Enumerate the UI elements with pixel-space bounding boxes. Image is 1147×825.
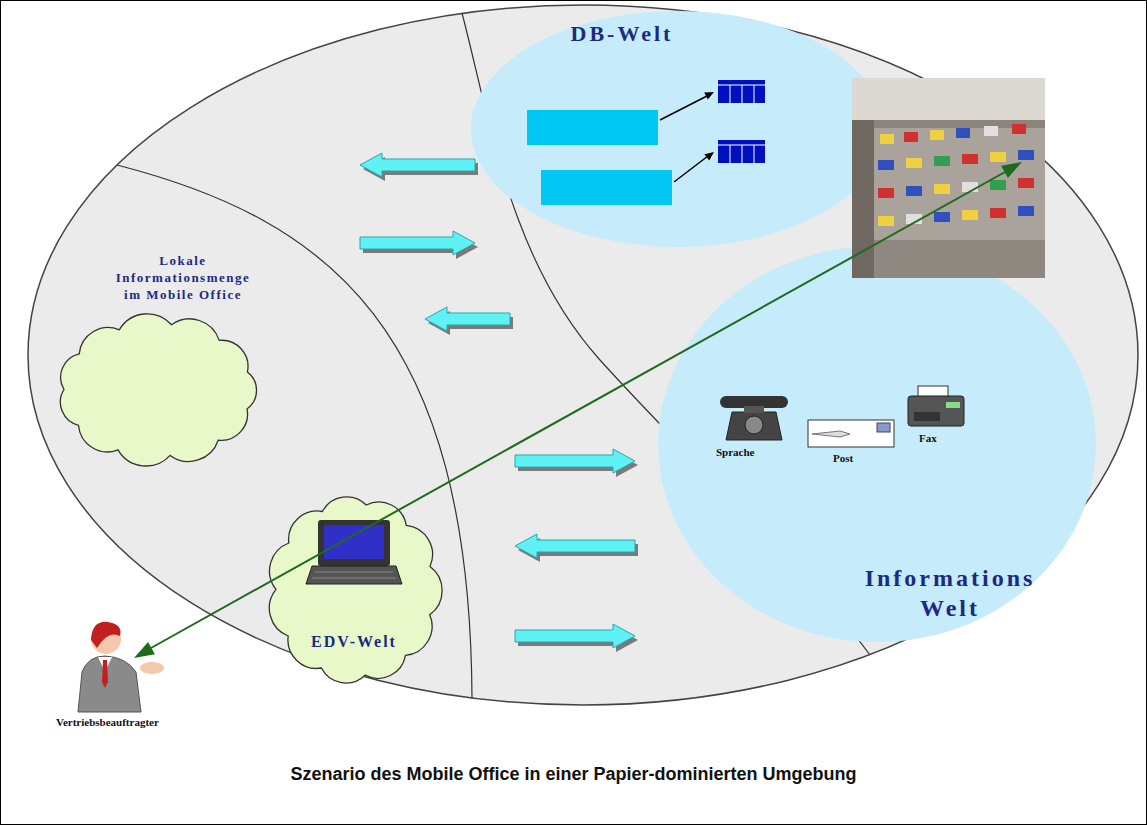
scope-arrow-part xyxy=(1001,162,1022,178)
sales-person-icon-part xyxy=(102,660,108,688)
flow-arrow xyxy=(360,153,638,652)
db-records-part xyxy=(704,152,714,161)
fax-icon-part xyxy=(946,402,960,408)
db-records-part xyxy=(704,92,714,100)
laptop-icon-part xyxy=(318,520,390,566)
sales-person-icon-part xyxy=(78,656,141,712)
file-cabinet-photo-part xyxy=(934,212,950,222)
file-cabinet-photo-part xyxy=(990,152,1006,162)
file-cabinet-photo-part xyxy=(934,156,950,166)
region-title: Informations Welt xyxy=(845,563,1055,623)
table-icon-part xyxy=(742,85,743,103)
file-cabinet-photo-part xyxy=(930,130,944,140)
file-cabinet-photo-part xyxy=(852,78,1045,278)
db-records xyxy=(527,92,714,205)
flow-arrow-part xyxy=(515,449,635,473)
db-records-part xyxy=(660,96,707,120)
file-cabinet-photo-part xyxy=(852,78,1045,120)
file-cabinet-photo-part xyxy=(956,128,970,138)
table-icon-part xyxy=(718,140,765,163)
telephone-icon-part xyxy=(745,416,763,434)
icon-label: Fax xyxy=(919,432,937,445)
file-cabinet-photo-part xyxy=(1018,178,1034,188)
scenario-ellipse xyxy=(28,5,1138,705)
file-cabinet-photo-part xyxy=(904,132,918,142)
letter-icon xyxy=(808,420,894,447)
file-cabinet-photo-part xyxy=(990,208,1006,218)
table-icon-part xyxy=(730,145,731,163)
region-title: DB-Welt xyxy=(542,20,702,48)
fax-icon xyxy=(908,386,964,426)
region-ellipse xyxy=(658,246,1096,642)
file-cabinet-photo-part xyxy=(962,210,978,220)
scope-arrow-part xyxy=(151,172,1005,648)
db-records-part xyxy=(541,170,672,205)
flow-arrow-part xyxy=(360,153,475,177)
file-cabinet-photo-part xyxy=(906,186,922,196)
db-records-part xyxy=(674,156,708,182)
file-cabinet-photo-part xyxy=(874,240,1045,278)
flow-arrow-part xyxy=(360,231,475,255)
file-cabinet-photo-part xyxy=(906,158,922,168)
file-cabinet-photo xyxy=(852,78,1045,278)
flow-arrow-part xyxy=(425,307,510,331)
cloud-shape xyxy=(60,314,256,466)
file-cabinet-photo-part xyxy=(878,216,894,226)
letter-icon-part xyxy=(877,423,890,432)
telephone-icon xyxy=(720,396,788,440)
flow-arrow-part xyxy=(515,534,635,558)
laptop-icon-part xyxy=(312,578,396,579)
file-cabinet-photo-part xyxy=(990,180,1006,190)
laptop-icon-part xyxy=(315,572,393,573)
file-cabinet-photo-part xyxy=(1012,124,1026,134)
file-cabinet-photo-part xyxy=(1018,150,1034,160)
fax-icon-part xyxy=(914,412,940,421)
file-cabinet-photo-part xyxy=(962,154,978,164)
telephone-icon-part xyxy=(744,406,764,413)
table-icon xyxy=(718,80,765,163)
table-icon-part xyxy=(730,85,731,103)
person-label: Vertriebsbeauftragter xyxy=(56,716,159,729)
letter-icon-part xyxy=(812,431,850,437)
table-icon-part xyxy=(718,80,765,103)
file-cabinet-photo-part xyxy=(934,184,950,194)
region-ellipse xyxy=(471,11,884,247)
file-cabinet-photo-part xyxy=(878,160,894,170)
caption: Szenario des Mobile Office in einer Papi… xyxy=(0,763,1147,785)
file-cabinet-photo-part xyxy=(984,126,998,136)
icon-label: Sprache xyxy=(716,446,755,459)
region-title: EDV-Welt xyxy=(269,632,439,652)
file-cabinet-photo-part xyxy=(880,134,894,144)
laptop-icon-part xyxy=(324,525,384,559)
icon-label: Post xyxy=(833,452,853,465)
scope-arrow xyxy=(134,162,1022,658)
table-icon-part xyxy=(754,85,755,103)
laptop-icon xyxy=(306,520,402,584)
scope-arrow-part xyxy=(134,642,155,658)
flow-arrow-part xyxy=(515,624,635,648)
sales-person-icon-part xyxy=(140,662,164,674)
table-icon-part xyxy=(754,145,755,163)
db-records-part xyxy=(527,110,658,145)
file-cabinet-photo-part xyxy=(1018,206,1034,216)
letter-icon-part xyxy=(808,420,894,447)
local-info-cloud: Lokale Informationsmenge im Mobile Offic… xyxy=(50,248,275,473)
file-cabinet-photo-part xyxy=(878,188,894,198)
fax-icon-part xyxy=(908,396,964,426)
telephone-icon-part xyxy=(726,412,782,440)
sales-person-icon-part xyxy=(91,622,121,648)
sales-person-icon xyxy=(78,622,164,712)
cloud-shape xyxy=(269,497,442,683)
table-icon-part xyxy=(742,145,743,163)
laptop-icon-part xyxy=(306,566,402,584)
region-title: Lokale Informationsmenge im Mobile Offic… xyxy=(108,252,258,303)
